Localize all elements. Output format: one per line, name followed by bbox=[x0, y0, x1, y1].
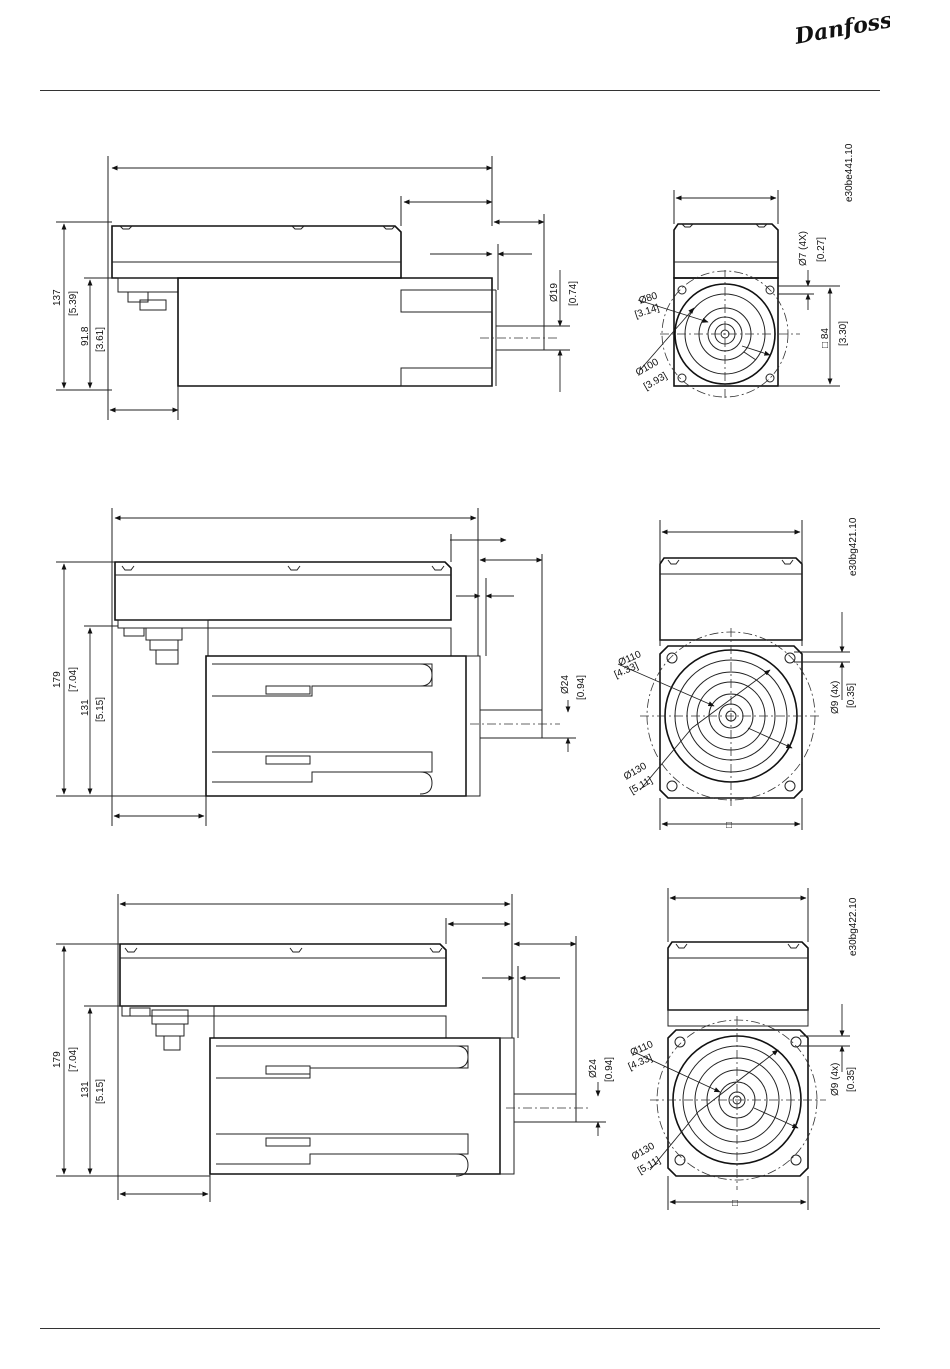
d3-hole-in: [0.35] bbox=[846, 1067, 857, 1092]
d3-square-mm: □ bbox=[732, 1198, 738, 1209]
d3-shaft-mm: Ø24 bbox=[588, 1059, 599, 1078]
d3-flange-mm: 131 bbox=[80, 1081, 91, 1098]
d3-shaft-in: [0.94] bbox=[604, 1057, 615, 1082]
d3-flange-in: [5.15] bbox=[95, 1079, 106, 1104]
side-view-3 bbox=[56, 894, 606, 1202]
d3-height-mm: 179 bbox=[52, 1051, 63, 1068]
d3-height-in: [7.04] bbox=[68, 1047, 79, 1072]
front-view-3 bbox=[634, 888, 850, 1210]
d3-hole-mm: Ø9 (4x) bbox=[830, 1063, 841, 1096]
d3-code: e30bg422.10 bbox=[848, 897, 859, 956]
